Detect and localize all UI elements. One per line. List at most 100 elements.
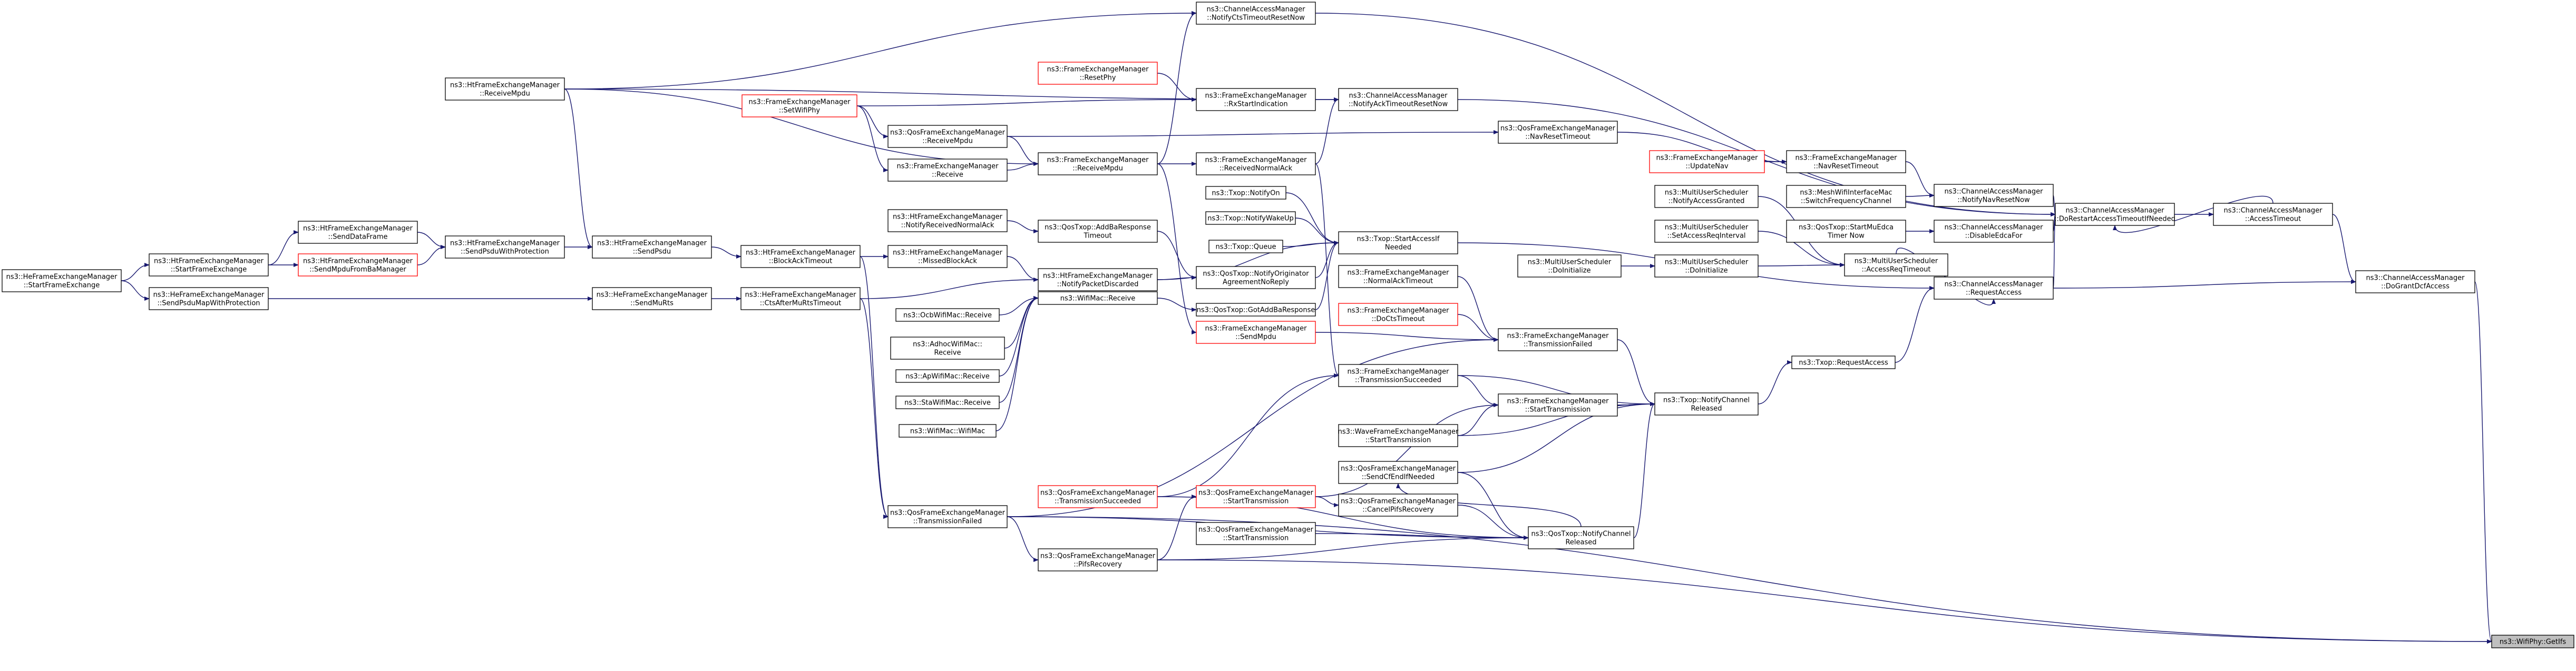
call-edge [564, 88, 593, 249]
node-qos-tx-failed[interactable]: ns3::QosFrameExchangeManager::Transmissi… [887, 505, 1008, 528]
node-ht-start[interactable]: ns3::HtFrameExchangeManager::StartFrameE… [149, 253, 269, 277]
node-fe-recv-mpdu[interactable]: ns3::FrameExchangeManager::ReceiveMpdu [1038, 152, 1158, 175]
node-cam-disable[interactable]: ns3::ChannelAccessManager::DisableEdcaFo… [1934, 220, 2054, 243]
node-mu-notify-granted[interactable]: ns3::MultiUserScheduler::NotifyAccessGra… [1654, 185, 1759, 208]
node-sta-recv[interactable]: ns3::StaWifiMac::Receive [895, 396, 1000, 409]
node-label-line: ns3::MeshWifiInterfaceMac [1800, 189, 1892, 197]
node-label-line: ::NotifyAckTimeoutResetNow [1349, 101, 1448, 108]
call-edge [999, 296, 1039, 377]
node-fe-receive[interactable]: ns3::FrameExchangeManager::Receive [887, 159, 1008, 182]
node-ht-send-psdu-prot[interactable]: ns3::HtFrameExchangeManager::SendPsduWit… [445, 235, 565, 259]
node-mu-set-access[interactable]: ns3::MultiUserScheduler::SetAccessReqInt… [1654, 220, 1759, 243]
node-fe-reset-phy[interactable]: ns3::FrameExchangeManager::ResetPhy [1038, 62, 1158, 85]
node-qos-cancel[interactable]: ns3::QosFrameExchangeManager::CancelPifs… [1338, 494, 1458, 517]
node-fe-set-wifi-phy[interactable]: ns3::FrameExchangeManager::SetWifiPhy [741, 94, 857, 117]
node-box [149, 253, 269, 277]
node-cam-ack[interactable]: ns3::ChannelAccessManager::NotifyAckTime… [1338, 88, 1458, 111]
node-txop-wake-up[interactable]: ns3::Txop::NotifyWakeUp [1205, 211, 1296, 225]
node-txop-notify-on[interactable]: ns3::Txop::NotifyOn [1205, 186, 1286, 200]
node-label-line: ns3::HtFrameExchangeManager [303, 258, 413, 265]
node-label-line: ::RxStartIndication [1224, 101, 1287, 108]
node-cam-cts[interactable]: ns3::ChannelAccessManager::NotifyCtsTime… [1196, 2, 1316, 25]
node-fe-do-cts[interactable]: ns3::FrameExchangeManager::DoCtsTimeout [1338, 303, 1458, 326]
node-qos-pifs[interactable]: ns3::QosFrameExchangeManager::PifsRecove… [1038, 548, 1158, 571]
node-box [887, 159, 1008, 182]
node-mu-do-init1[interactable]: ns3::MultiUserScheduler::DoInitialize [1517, 254, 1622, 278]
node-wifi-mac-recv[interactable]: ns3::WifiMac::Receive [1038, 291, 1158, 305]
node-ap-recv[interactable]: ns3::ApWifiMac::Receive [895, 369, 1000, 383]
node-cam-do-restart[interactable]: ns3::ChannelAccessManager::DoRestartAcce… [2054, 203, 2175, 226]
node-wifi-phy-get-ffs[interactable]: ns3::WifiPhy::GetIfs [2491, 635, 2574, 648]
node-fe-normal-ack[interactable]: ns3::FrameExchangeManager::NormalAckTime… [1338, 265, 1458, 288]
call-edge [1157, 241, 1339, 280]
call-edge [1007, 516, 1039, 562]
node-fe-recv-normal-ack[interactable]: ns3::FrameExchangeManager::ReceivedNorma… [1196, 152, 1316, 175]
node-box [2355, 270, 2475, 293]
node-qos-send-cf[interactable]: ns3::QosFrameExchangeManager::SendCfEndI… [1338, 461, 1458, 484]
node-label-line: ::StartTransmission [1223, 498, 1289, 506]
node-label-line: ::TransmissionSucceeded [1055, 498, 1141, 506]
node-adhoc-recv[interactable]: ns3::AdhocWifiMac::Receive [890, 337, 1005, 360]
node-ht-send-mpdu[interactable]: ns3::HtFrameExchangeManager::SendMpduFro… [298, 253, 418, 277]
node-qos-got-add[interactable]: ns3::QosTxop::GotAddBaResponse [1196, 303, 1316, 317]
node-mu-access-req[interactable]: ns3::MultiUserScheduler::AccessReqTimeou… [1844, 253, 1948, 277]
node-he-send-mu[interactable]: ns3::HeFrameExchangeManager::SendMuRts [592, 287, 712, 310]
node-qos-nav[interactable]: ns3::QosFrameExchangeManager::NavResetTi… [1498, 121, 1618, 144]
node-qos-orig[interactable]: ns3::QosTxop::NotifyOriginatorAgreementN… [1196, 266, 1316, 289]
node-label-line: Timeout [1083, 232, 1111, 240]
node-ht-missed-ba[interactable]: ns3::HtFrameExchangeManager::MissedBlock… [887, 245, 1008, 268]
node-cam-nav[interactable]: ns3::ChannelAccessManager::NotifyNavRese… [1934, 184, 2054, 207]
node-fe-update-nav[interactable]: ns3::FrameExchangeManager::UpdateNav [1649, 150, 1765, 173]
node-label-line: ns3::QosFrameExchangeManager [890, 509, 1006, 517]
node-label-line: ns3::HtFrameExchangeManager [597, 240, 707, 248]
node-fe-send-mpdu[interactable]: ns3::FrameExchangeManager::SendMpdu [1196, 321, 1316, 344]
node-label-line: ::StartFrameExchange [171, 266, 247, 274]
node-wifi-mac-ctor[interactable]: ns3::WifiMac::WifiMac [899, 424, 997, 438]
node-label-line: ::RequestAccess [1966, 289, 2022, 297]
call-edge [1157, 298, 1197, 312]
node-label-line: ns3::QosFrameExchangeManager [890, 129, 1006, 137]
node-label-line: ::StartFrameExchange [24, 282, 100, 290]
node-box [592, 235, 712, 259]
node-ht-send-psdu[interactable]: ns3::HtFrameExchangeManager::SendPsdu [592, 235, 712, 259]
node-ht-send-data[interactable]: ns3::HtFrameExchangeManager::SendDataFra… [298, 221, 418, 244]
node-mesh-switch[interactable]: ns3::MeshWifiInterfaceMac::SwitchFrequen… [1786, 185, 1906, 208]
node-ht-notify-disc[interactable]: ns3::HtFrameExchangeManager::NotifyPacke… [1038, 268, 1158, 291]
node-qos-start-tx[interactable]: ns3::QosFrameExchangeManager::StartTrans… [1196, 522, 1316, 545]
node-cam-access-timeout[interactable]: ns3::ChannelAccessManager::AccessTimeout [2213, 203, 2333, 226]
node-label-line: ::NormalAckTimeout [1363, 278, 1433, 285]
node-he-send-map[interactable]: ns3::HeFrameExchangeManager::SendPsduMap… [149, 287, 269, 310]
node-he-cts[interactable]: ns3::HeFrameExchangeManager::CtsAfterMuR… [740, 287, 861, 310]
node-ocb-recv[interactable]: ns3::OcbWifiMac::Receive [895, 308, 1000, 322]
node-txop-request[interactable]: ns3::Txop::RequestAccess [1791, 356, 1896, 369]
node-cam-do-grant[interactable]: ns3::ChannelAccessManager::DoGrantDcfAcc… [2355, 270, 2475, 293]
node-ht-notify-recv-ack[interactable]: ns3::HtFrameExchangeManager::NotifyRecei… [887, 209, 1008, 232]
node-label-line: ::UpdateNav [1685, 163, 1729, 171]
node-fe-rx-start[interactable]: ns3::FrameExchangeManager::RxStartIndica… [1196, 88, 1316, 111]
node-fe-start-tx[interactable]: ns3::FrameExchangeManager::StartTransmis… [1498, 393, 1618, 417]
node-label-line: ns3::Txop::NotifyChannel [1663, 397, 1750, 404]
node-label-line: Released [1565, 539, 1596, 547]
node-qos-start-tx-red[interactable]: ns3::QosFrameExchangeManager::StartTrans… [1196, 485, 1316, 508]
node-mu-do-init2[interactable]: ns3::MultiUserScheduler::DoInitialize [1654, 254, 1759, 278]
node-qos-recv-mpdu[interactable]: ns3::QosFrameExchangeManager::ReceiveMpd… [887, 125, 1008, 148]
node-ht-block-ack[interactable]: ns3::HtFrameExchangeManager::BlockAckTim… [740, 245, 861, 268]
node-label-line: ::DoInitialize [1685, 267, 1728, 275]
node-ht-recv-mpdu[interactable]: ns3::HtFrameExchangeManager::ReceiveMpdu [445, 77, 565, 101]
node-fe-tx-failed[interactable]: ns3::FrameExchangeManager::TransmissionF… [1498, 328, 1618, 351]
node-fe-tx-succ[interactable]: ns3::FrameExchangeManager::TransmissionS… [1338, 364, 1458, 387]
node-label-line: ns3::FrameExchangeManager [1795, 154, 1897, 162]
node-box [1208, 240, 1283, 253]
node-cam-request[interactable]: ns3::ChannelAccessManager::RequestAccess [1934, 277, 2054, 300]
node-txop-queue[interactable]: ns3::Txop::Queue [1208, 240, 1283, 253]
node-box [445, 235, 565, 259]
node-fe-nav-reset[interactable]: ns3::FrameExchangeManager::NavResetTimeo… [1786, 150, 1906, 173]
node-qos-tx-succ[interactable]: ns3::QosFrameExchangeManager::Transmissi… [1038, 485, 1158, 508]
node-he-start[interactable]: ns3::HeFrameExchangeManager::StartFrameE… [2, 269, 122, 292]
node-wave-start-tx[interactable]: ns3::WaveFrameExchangeManager::StartTran… [1338, 424, 1459, 447]
